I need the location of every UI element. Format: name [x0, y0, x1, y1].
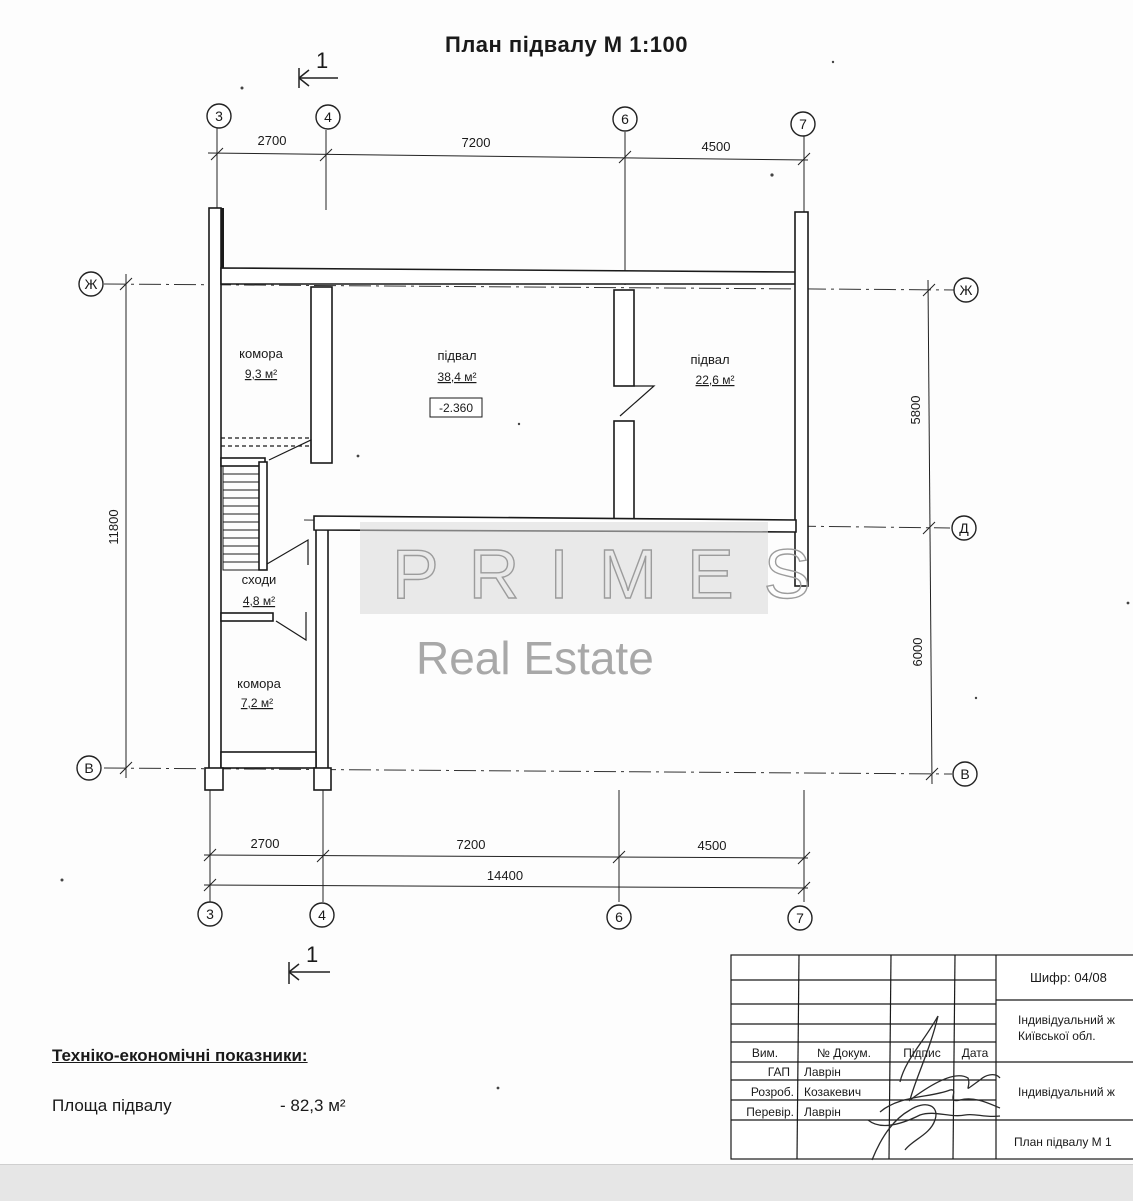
tb-header-sign: Підпис	[903, 1046, 941, 1060]
svg-text:Ж: Ж	[960, 282, 973, 298]
room-label-storage-2: комора 7,2 м²	[237, 676, 281, 710]
svg-text:PRIMES: PRIMES	[392, 535, 840, 613]
tb-header-date: Дата	[962, 1046, 989, 1060]
svg-text:В: В	[84, 760, 93, 776]
dim-right-2: 6000	[910, 638, 925, 667]
svg-text:22,6 м²: 22,6 м²	[696, 373, 735, 387]
svg-text:6: 6	[615, 909, 623, 925]
room-label-basement-2: підвал 22,6 м²	[690, 352, 734, 387]
tech-indicators-heading: Техніко-економічні показники:	[52, 1046, 308, 1065]
svg-text:3: 3	[215, 108, 223, 124]
svg-text:Ж: Ж	[85, 276, 98, 292]
title-block-code: Шифр: 04/08	[1030, 970, 1107, 985]
axis-marker-V-right: В	[952, 761, 978, 787]
svg-text:4: 4	[318, 907, 326, 923]
svg-text:Д: Д	[959, 520, 969, 536]
door-swings	[221, 385, 656, 642]
tb-header-vim: Вим.	[752, 1046, 778, 1060]
tb-role-3: Перевір.	[746, 1105, 794, 1119]
dim-right-1: 5800	[908, 396, 923, 425]
svg-text:3: 3	[206, 906, 214, 922]
room-label-storage-1: комора 9,3 м²	[239, 346, 283, 381]
axis-marker-3-top: 3	[206, 103, 232, 129]
section-marker-top: 1	[298, 48, 338, 88]
axis-marker-7-bottom: 7	[787, 905, 813, 931]
tb-name-2: Козакевич	[804, 1085, 861, 1099]
top-dimension-chain	[207, 128, 811, 285]
basement-area-value: - 82,3 м²	[280, 1096, 346, 1115]
axis-marker-D-right: Д	[951, 515, 977, 541]
svg-text:7: 7	[796, 910, 804, 926]
svg-text:підвал: підвал	[690, 352, 729, 367]
tb-name-1: Лаврін	[804, 1065, 841, 1079]
dim-bottom-2: 7200	[457, 837, 486, 852]
tb-header-doc: № Докум.	[817, 1046, 871, 1060]
tb-role-1: ГАП	[768, 1065, 790, 1079]
tb-role-2: Розроб.	[751, 1085, 794, 1099]
bottom-dimension-chain	[203, 790, 811, 902]
section-mark-bottom: 1	[306, 942, 318, 967]
svg-text:сходи: сходи	[242, 572, 277, 587]
axis-marker-Zh-right: Ж	[953, 277, 979, 303]
bottom-bar	[0, 1164, 1133, 1201]
axis-marker-4-top: 4	[315, 104, 341, 130]
section-mark-top: 1	[316, 48, 328, 73]
watermark: PRIMES Real Estate	[360, 522, 840, 684]
axis-marker-3-bottom: 3	[197, 901, 223, 927]
axis-marker-V-left: В	[76, 755, 102, 781]
svg-text:7,2 м²: 7,2 м²	[241, 696, 273, 710]
room-label-stairs: сходи 4,8 м²	[242, 572, 277, 608]
axis-marker-4-bottom: 4	[309, 902, 335, 928]
title-block-sheet-name: План підвалу М 1	[1014, 1135, 1112, 1149]
svg-text:В: В	[960, 766, 969, 782]
dim-top-2: 7200	[462, 135, 491, 150]
basement-area-label: Площа підвалу	[52, 1096, 172, 1115]
dim-top-3: 4500	[702, 139, 731, 154]
svg-text:комора: комора	[239, 346, 283, 361]
room-label-basement-1: підвал 38,4 м²	[437, 348, 476, 384]
dim-bottom-3: 4500	[698, 838, 727, 853]
svg-text:комора: комора	[237, 676, 281, 691]
left-dimension	[119, 274, 133, 778]
scan-specks	[60, 60, 1130, 1090]
dim-total: 14400	[487, 868, 523, 883]
svg-text:4: 4	[324, 109, 332, 125]
svg-text:7: 7	[799, 116, 807, 132]
dim-top-1: 2700	[258, 133, 287, 148]
title-block-project-line1: Індивідуальний ж	[1018, 1013, 1115, 1027]
svg-text:-2.360: -2.360	[439, 401, 473, 415]
svg-text:підвал: підвал	[437, 348, 476, 363]
drawing-title: План підвалу М 1:100	[445, 32, 688, 57]
axis-marker-Zh-left: Ж	[78, 271, 104, 297]
axis-marker-6-top: 6	[612, 106, 638, 132]
title-block-project-line2: Київської обл.	[1018, 1029, 1096, 1043]
axis-marker-6-bottom: 6	[606, 904, 632, 930]
svg-text:6: 6	[621, 111, 629, 127]
level-mark: -2.360	[429, 397, 483, 418]
right-dimension	[922, 279, 939, 785]
svg-text:4,8 м²: 4,8 м²	[243, 594, 275, 608]
svg-text:38,4 м²: 38,4 м²	[438, 370, 477, 384]
dim-bottom-1: 2700	[251, 836, 280, 851]
svg-text:Real Estate: Real Estate	[416, 632, 654, 684]
dim-left-total: 11800	[106, 509, 121, 544]
signature	[867, 1015, 1001, 1161]
section-marker-bottom: 1	[288, 942, 330, 984]
axis-marker-7-top: 7	[790, 111, 816, 137]
svg-text:9,3 м²: 9,3 м²	[245, 367, 277, 381]
tb-name-3: Лаврін	[804, 1105, 841, 1119]
walls	[204, 207, 809, 791]
title-block-project-name: Індивідуальний ж	[1018, 1085, 1115, 1099]
stair-treads	[222, 465, 260, 571]
